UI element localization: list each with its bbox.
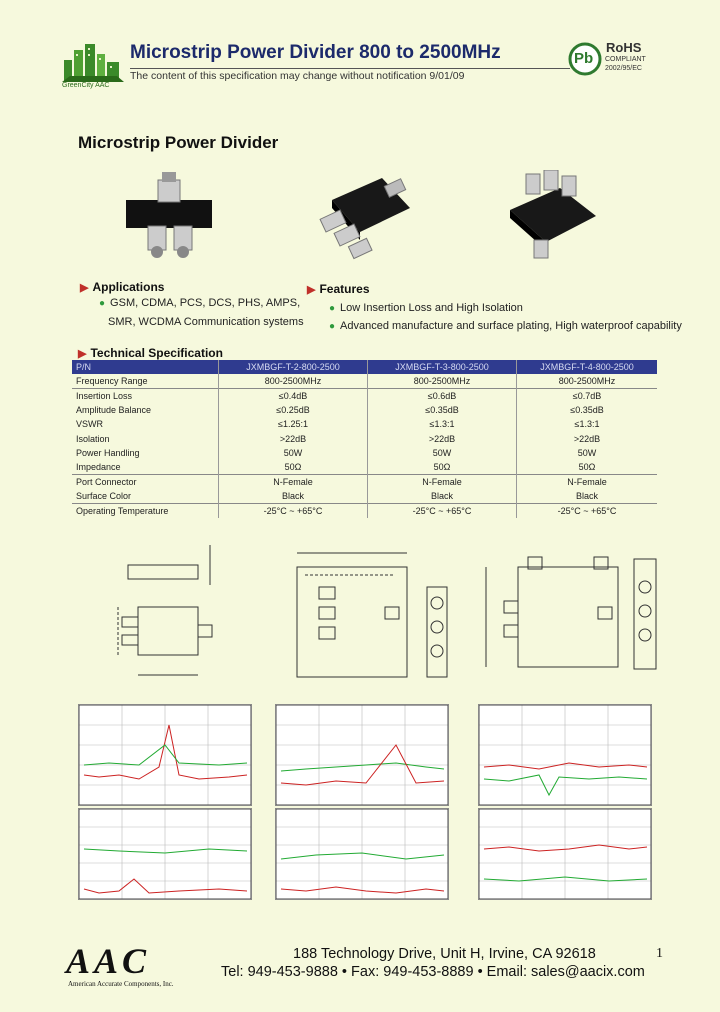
- table-row: VSWR≤1.25:1≤1.3:1≤1.3:1: [72, 417, 657, 432]
- cell: ≤1.3:1: [516, 417, 657, 432]
- row-label: Surface Color: [76, 490, 132, 501]
- rohs-title: RoHS: [606, 40, 642, 55]
- row-label: Impedance: [76, 461, 121, 472]
- header-cell: JXMBGF-T-4-800-2500: [516, 360, 657, 375]
- row-label: Operating Temperature: [72, 502, 219, 519]
- red-arrow-icon: ▶: [307, 284, 316, 296]
- header-cell: JXMBGF-T-3-800-2500: [367, 360, 517, 375]
- rohs-directive: 2002/95/EC: [605, 65, 642, 72]
- cell: -25°C ~ +65°C: [516, 502, 657, 519]
- cell: 50Ω: [218, 459, 368, 475]
- cell: >22dB: [367, 431, 517, 446]
- product-photo-3way: [312, 170, 412, 260]
- aac-logo: AAC: [66, 941, 151, 981]
- cell: 50Ω: [367, 459, 517, 475]
- cell: Black: [516, 488, 657, 504]
- header-divider: [130, 68, 570, 69]
- cell: 50W: [218, 445, 368, 460]
- cell: >22dB: [218, 431, 368, 446]
- cell: ≤1.3:1: [367, 417, 517, 432]
- company-address: 188 Technology Drive, Unit H, Irvine, CA…: [293, 946, 596, 962]
- cell: -25°C ~ +65°C: [218, 502, 368, 519]
- header-notice: The content of this specification may ch…: [130, 70, 465, 82]
- cell: 50Ω: [516, 459, 657, 475]
- greencity-logo: [62, 42, 124, 90]
- spec-header-row: P/N JXMBGF-T-2-800-2500 JXMBGF-T-3-800-2…: [72, 360, 657, 375]
- cell: 50W: [367, 445, 517, 460]
- header-cell: P/N: [72, 360, 219, 375]
- cell: N-Female: [367, 473, 517, 489]
- features-heading: ▶Features: [307, 282, 370, 296]
- bullet-icon: ●: [99, 298, 106, 309]
- cell: ≤1.25:1: [218, 417, 368, 432]
- cell: 800-2500MHz: [516, 374, 657, 389]
- graph-2way-top: [78, 704, 252, 806]
- row-label: Insertion Loss: [72, 388, 219, 404]
- feature-item: ●Low Insertion Loss and High Isolation: [329, 302, 523, 314]
- cell: 800-2500MHz: [367, 374, 517, 389]
- company-name: American Accurate Components, Inc.: [68, 980, 174, 988]
- cell: ≤0.35dB: [367, 403, 517, 418]
- table-row: Operating Temperature-25°C ~ +65°C-25°C …: [72, 502, 657, 519]
- cell: 50W: [516, 445, 657, 460]
- cell: ≤0.35dB: [516, 403, 657, 418]
- cell: 800-2500MHz: [218, 374, 368, 389]
- spec-table: P/N JXMBGF-T-2-800-2500 JXMBGF-T-3-800-2…: [72, 360, 657, 519]
- cell: N-Female: [218, 473, 368, 489]
- applications-heading: ▶Applications: [80, 280, 165, 294]
- cell: ≤0.25dB: [218, 403, 368, 418]
- graph-3way-bottom: [275, 808, 449, 900]
- row-label: Port Connector: [72, 473, 219, 489]
- red-arrow-icon: ▶: [80, 282, 89, 294]
- table-row: Insertion Loss≤0.4dB≤0.6dB≤0.7dB: [72, 388, 657, 404]
- bullet-icon: ●: [329, 303, 336, 314]
- bullet-icon: ●: [329, 321, 336, 332]
- company-contact: Tel: 949-453-9888 • Fax: 949-453-8889 • …: [221, 964, 645, 980]
- product-photo-4way: [500, 169, 600, 260]
- row-label: Amplitude Balance: [76, 405, 152, 416]
- page-number: 1: [656, 946, 663, 961]
- cell: ≤0.4dB: [218, 388, 368, 404]
- graph-2way-bottom: [78, 808, 252, 900]
- cell: N-Female: [516, 473, 657, 489]
- header-cell: JXMBGF-T-2-800-2500: [218, 360, 368, 375]
- cell: Black: [218, 488, 368, 504]
- row-label: Power Handling: [76, 447, 140, 458]
- outline-drawing-3way: [275, 535, 455, 690]
- section-title: Microstrip Power Divider: [78, 133, 279, 152]
- rohs-compliant: COMPLIANT: [605, 56, 646, 63]
- outline-drawing-2way: [98, 535, 228, 690]
- document-title: Microstrip Power Divider 800 to 2500MHz: [130, 42, 501, 63]
- row-label: VSWR: [76, 419, 103, 430]
- pb-symbol: Pb: [574, 50, 594, 67]
- cell: Black: [367, 488, 517, 504]
- graph-4way-bottom: [478, 808, 652, 900]
- graph-4way-top: [478, 704, 652, 806]
- product-photo-2way: [120, 170, 218, 260]
- cell: ≤0.7dB: [516, 388, 657, 404]
- tech-spec-heading: ▶Technical Specification: [78, 346, 223, 360]
- cell: ≤0.6dB: [367, 388, 517, 404]
- feature-item: ●Advanced manufacture and surface platin…: [329, 320, 682, 332]
- outline-drawing-4way: [478, 535, 668, 690]
- logo-caption: GreenCity AAC: [62, 82, 110, 89]
- applications-line-2: SMR, WCDMA Communication systems: [108, 316, 304, 328]
- applications-line-1: ●GSM, CDMA, PCS, DCS, PHS, AMPS,: [99, 297, 301, 309]
- table-row: Isolation>22dB>22dB>22dB: [72, 431, 657, 446]
- cell: -25°C ~ +65°C: [367, 502, 517, 519]
- graph-3way-top: [275, 704, 449, 806]
- red-arrow-icon: ▶: [78, 348, 87, 360]
- table-row: Amplitude Balance≤0.25dB≤0.35dB≤0.35dB: [72, 403, 657, 418]
- cell: >22dB: [516, 431, 657, 446]
- row-label: Isolation: [76, 433, 110, 444]
- rohs-badge: Pb RoHS COMPLIANT 2002/95/EC: [568, 38, 648, 80]
- row-label: Frequency Range: [76, 376, 148, 387]
